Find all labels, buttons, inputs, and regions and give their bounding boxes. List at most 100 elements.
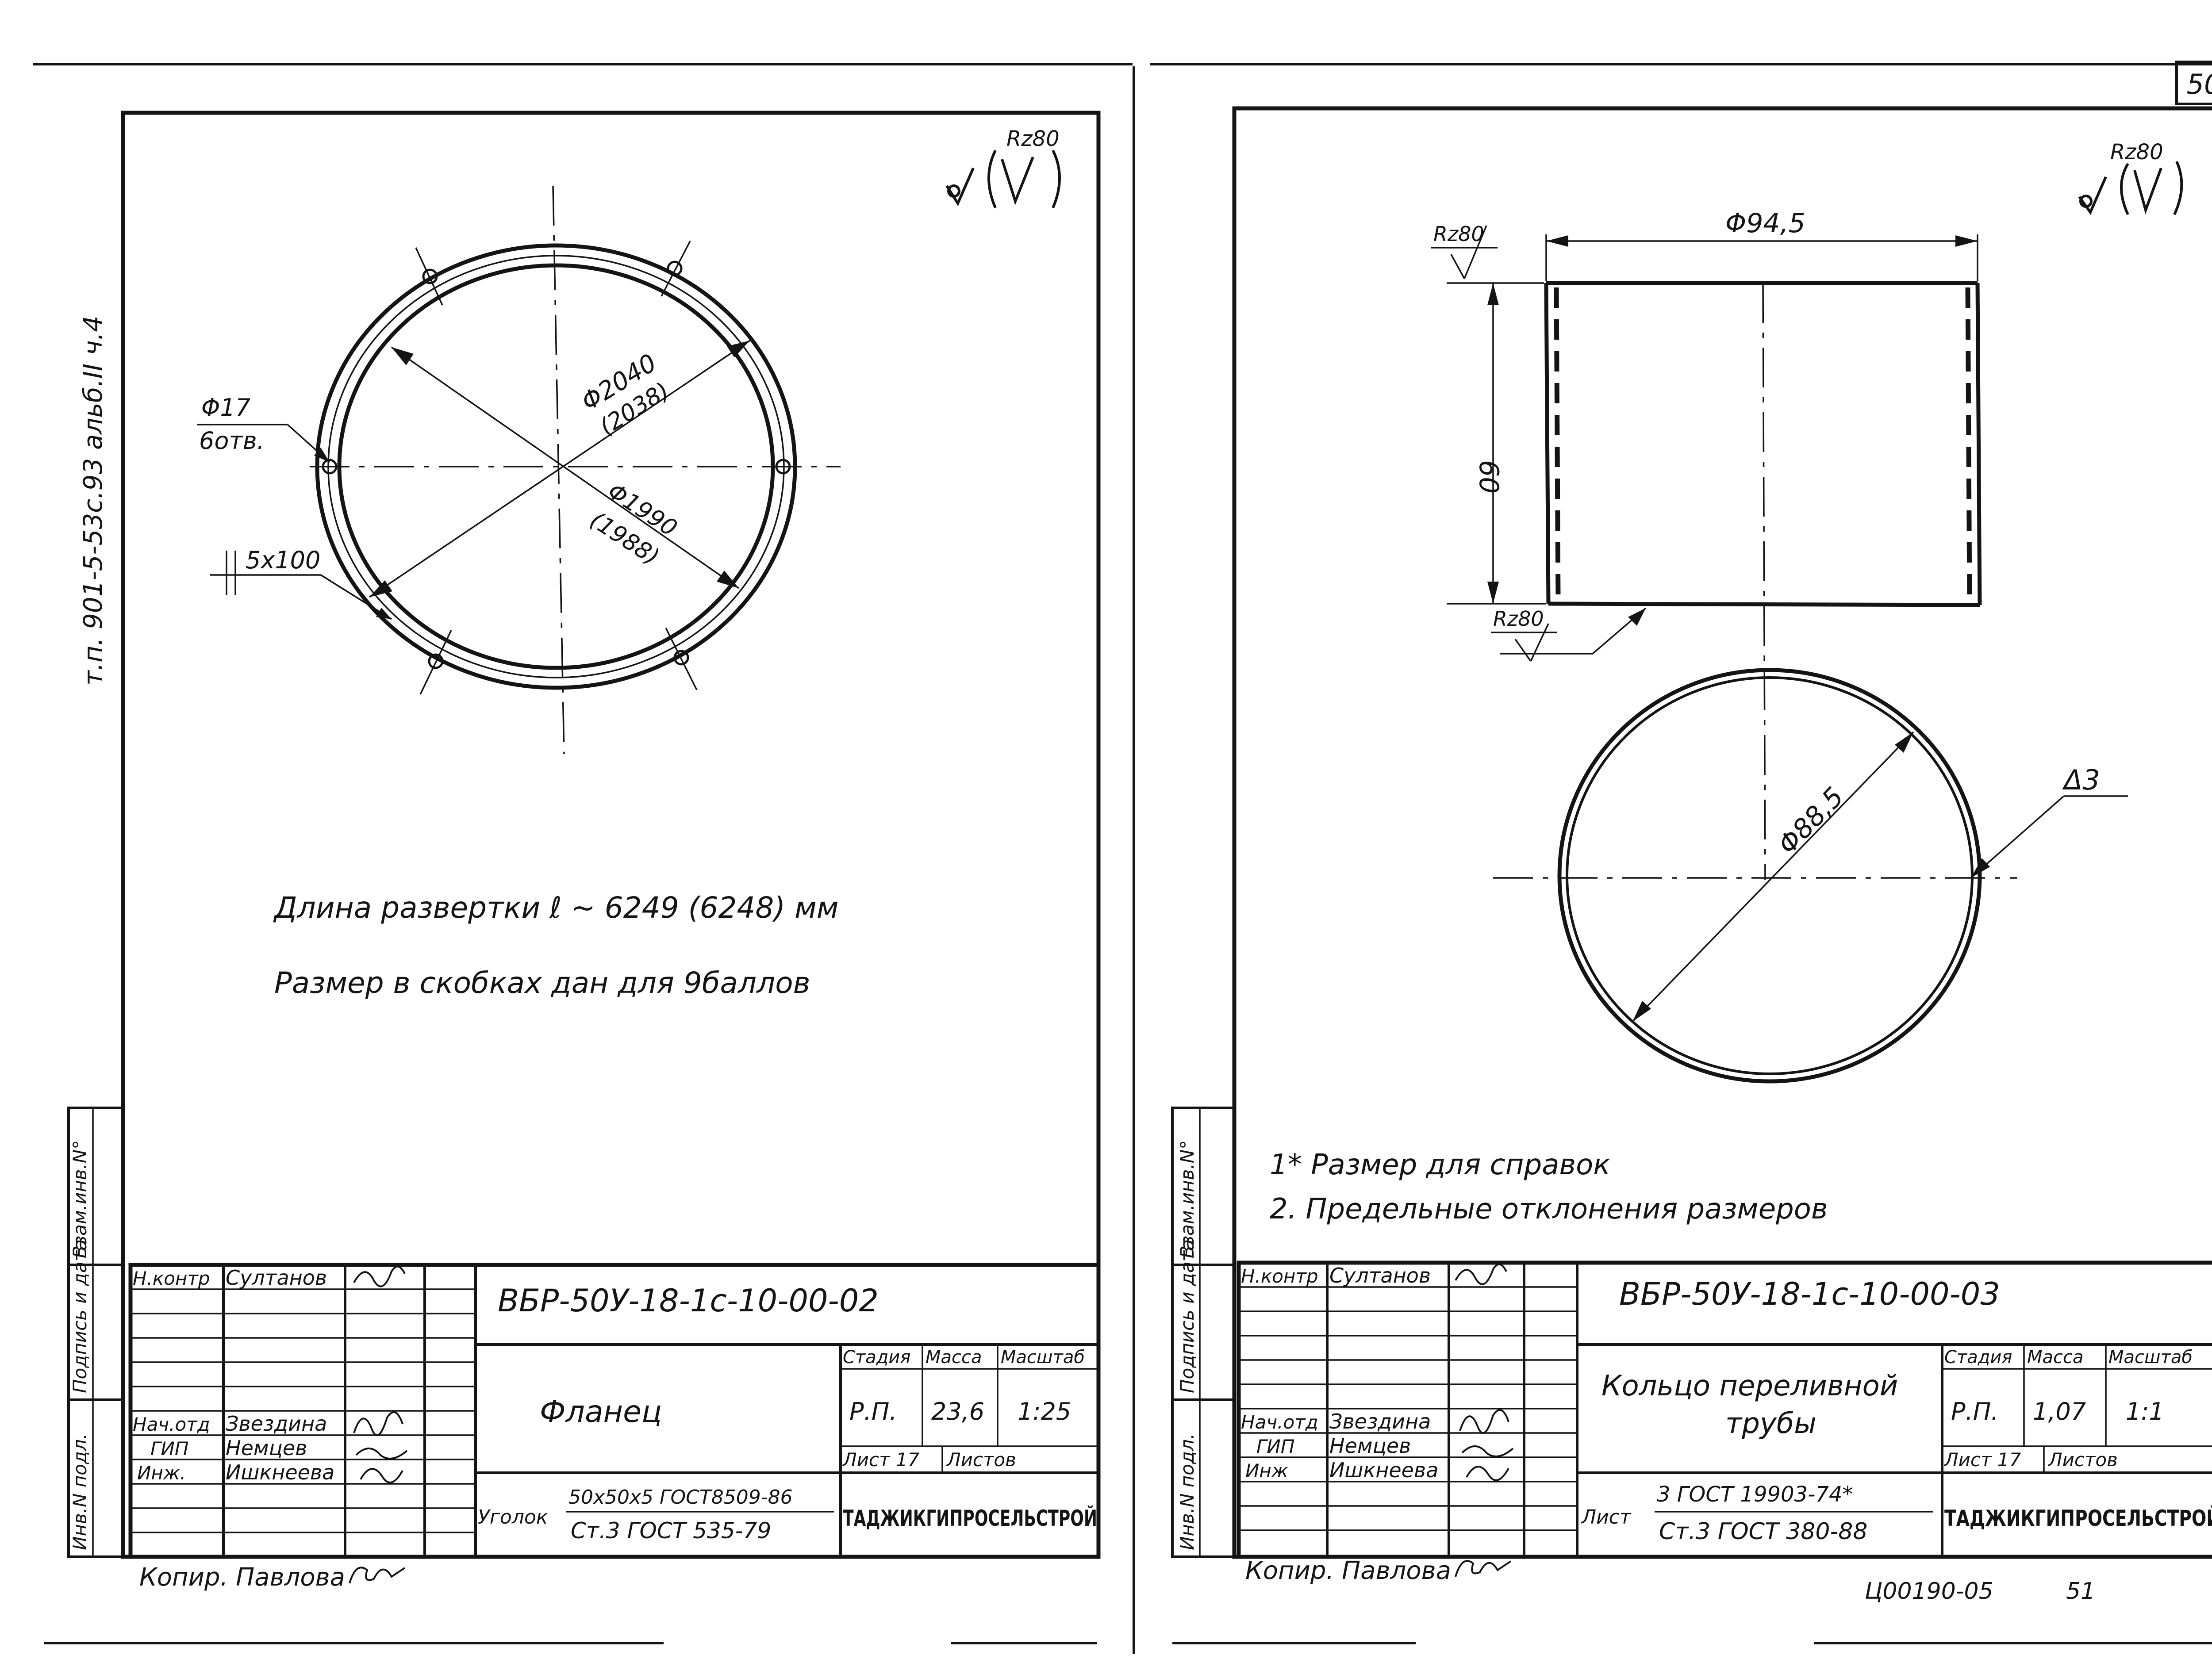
material-prefix: Уголок	[478, 1506, 548, 1528]
r-name-1: Султанов	[1329, 1264, 1431, 1287]
r-material-prefix: Лист	[1581, 1506, 1632, 1528]
pipe-length-dia-label: Φ94,5	[1725, 208, 1805, 239]
page-number-box	[2175, 61, 2212, 105]
r-header-stage: Стадия	[1944, 1347, 2012, 1368]
r-value-sheets: Листов	[2047, 1449, 2118, 1471]
holes-callout: Φ17 6отв.	[197, 394, 330, 463]
material-bottom: Ст.3 ГОСТ 535-79	[571, 1518, 771, 1544]
signature-2	[353, 1411, 408, 1483]
header-scale: Масштаб	[1001, 1347, 1085, 1368]
role-chief-engineer: ГИП	[150, 1438, 188, 1459]
header-stage: Стадия	[843, 1347, 910, 1368]
left-title-block: Н.контр Нач.отд ГИП Инж. Султанов Звезди…	[128, 1263, 1101, 1559]
r-name-2: Звездина	[1329, 1410, 1431, 1433]
holes-dia-label: Φ17	[201, 394, 250, 421]
pipe-left-edge	[1544, 283, 1551, 604]
left-col-sign: Подпись и дата	[69, 1239, 91, 1393]
flange-inner-edge	[337, 263, 775, 670]
r-company-name: ТАДЖИКГИПРОСЕЛЬСТРОЙ	[1944, 1505, 2212, 1531]
pipe-right-edge	[1975, 283, 1982, 605]
rz-bottom-label: Rz80	[1493, 607, 1544, 631]
right-roughness-symbol: Rz80	[2078, 140, 2183, 215]
r-header-mass: Масса	[2027, 1347, 2084, 1368]
r-value-sheet: Лист 17	[1943, 1449, 2021, 1471]
left-frame	[121, 111, 1101, 1559]
dia-line-inner	[391, 346, 739, 589]
bolt-hole-6	[673, 650, 689, 666]
r-value-scale: 1:1	[2126, 1398, 2164, 1425]
pipe-bottom-edge	[1548, 601, 1980, 607]
name-1: Султанов	[226, 1266, 327, 1290]
left-roughness-label: Rz80	[1006, 126, 1060, 151]
right-roughness-label: Rz80	[2110, 140, 2163, 165]
right-col-inv: Инв.N подл.	[1176, 1433, 1198, 1550]
flange-ring: Φ2040 (2038) Φ1990 (1988)	[310, 185, 841, 755]
header-mass: Масса	[926, 1347, 982, 1368]
r-material-bottom: Ст.3 ГОСТ 380-88	[1659, 1518, 1867, 1545]
value-stage: Р.П.	[849, 1398, 897, 1425]
r-name-3: Немцев	[1329, 1434, 1411, 1458]
bolt-hole-5	[428, 653, 444, 669]
r-header-scale: Масштаб	[2108, 1347, 2193, 1368]
r-value-stage: Р.П.	[1951, 1398, 1999, 1425]
left-note-2: Размер в скобках дан для 9баллов	[274, 966, 810, 1000]
value-sheets: Листов	[946, 1449, 1016, 1471]
r-role-engineer: Инж	[1245, 1460, 1288, 1482]
signature-1	[353, 1265, 406, 1287]
left-note-1: Длина развертки ℓ ~ 6249 (6248) мм	[273, 891, 839, 925]
pipe-center-axis	[1762, 283, 1766, 881]
profile-callout: 5x100	[210, 546, 392, 620]
name-2: Звездина	[226, 1412, 327, 1436]
r-name-4: Ишкнеева	[1329, 1458, 1438, 1482]
r-role-chief-engineer: ГИП	[1256, 1436, 1294, 1457]
right-col-replace: Взам.инв.N°	[1176, 1140, 1198, 1258]
left-part-name: Фланец	[540, 1394, 662, 1429]
dia-line-outer	[369, 340, 750, 598]
right-bottom-page: 51	[2066, 1578, 2095, 1605]
left-col-inv: Инв.N подл.	[69, 1433, 91, 1550]
right-side-columns: Инв.N подл. Подпись и дата Взам.инв.N°	[1171, 1107, 1236, 1558]
right-copied-by: Копир. Павлова	[1245, 1556, 1451, 1585]
left-copied-by: Копир. Павлова	[139, 1563, 345, 1592]
left-side-stamp: т.п. 901-5-53с.93 альб.II ч.4	[78, 316, 108, 686]
role-norm-control: Н.контр	[133, 1268, 210, 1289]
left-copy-signature	[349, 1567, 406, 1584]
right-part-name-1: Кольцо переливной	[1601, 1370, 1898, 1402]
name-3: Немцев	[226, 1436, 307, 1460]
material-top: 50x50x5 ГОСТ8509-86	[568, 1486, 793, 1509]
r-role-norm-control: Н.контр	[1241, 1265, 1318, 1287]
holes-count-label: 6отв.	[199, 427, 265, 455]
right-frame	[1232, 106, 2212, 1559]
bolt-hole-1	[322, 459, 338, 475]
left-col-replace: Взам.инв.N°	[69, 1140, 91, 1258]
left-roughness-symbol: Rz80	[945, 126, 1061, 209]
value-scale: 1:25	[1018, 1398, 1071, 1425]
left-designation: ВБР-50У-18-1с-10-00-02	[498, 1283, 879, 1319]
pipe-hidden-right	[1965, 287, 1972, 602]
right-part-name-2: трубы	[1725, 1407, 1816, 1440]
right-note-2: 2. Предельные отклонения размеров	[1270, 1193, 1828, 1226]
flange-profile-label: 5x100	[246, 546, 320, 574]
right-col-sign: Подпись и дата	[1176, 1239, 1198, 1393]
bolt-hole-4	[667, 260, 683, 276]
ring-plan-view: Φ88,5 Δ3	[1493, 668, 2128, 1084]
ring-dia-line	[1632, 731, 1914, 1023]
bolt-hole-2	[775, 459, 791, 475]
r-signature-1	[1455, 1263, 1507, 1285]
right-designation: ВБР-50У-18-1с-10-00-03	[1619, 1276, 2000, 1312]
flange-outer-edge	[315, 243, 797, 690]
r-value-mass: 1,07	[2033, 1398, 2086, 1425]
r-role-dept-head: Нач.отд	[1241, 1411, 1318, 1433]
page-number: 50	[2187, 68, 2212, 100]
right-copy-signature	[1455, 1560, 1512, 1577]
left-side-columns: Инв.N подл. Подпись и дата Взам.инв.N°	[67, 1107, 124, 1558]
role-engineer: Инж.	[137, 1462, 186, 1484]
bolt-hole-3	[422, 268, 438, 284]
name-4: Ишкнеева	[226, 1460, 334, 1484]
right-sheet: Rz80 Φ94,5 60 Rz80	[1171, 106, 2212, 1605]
flange-bolt-circle	[327, 255, 785, 678]
value-sheet: Лист 17	[842, 1449, 920, 1471]
r-material-top: 3 ГОСТ 19903-74*	[1657, 1482, 1853, 1507]
right-note-1: 1* Размер для справок	[1270, 1149, 1610, 1181]
